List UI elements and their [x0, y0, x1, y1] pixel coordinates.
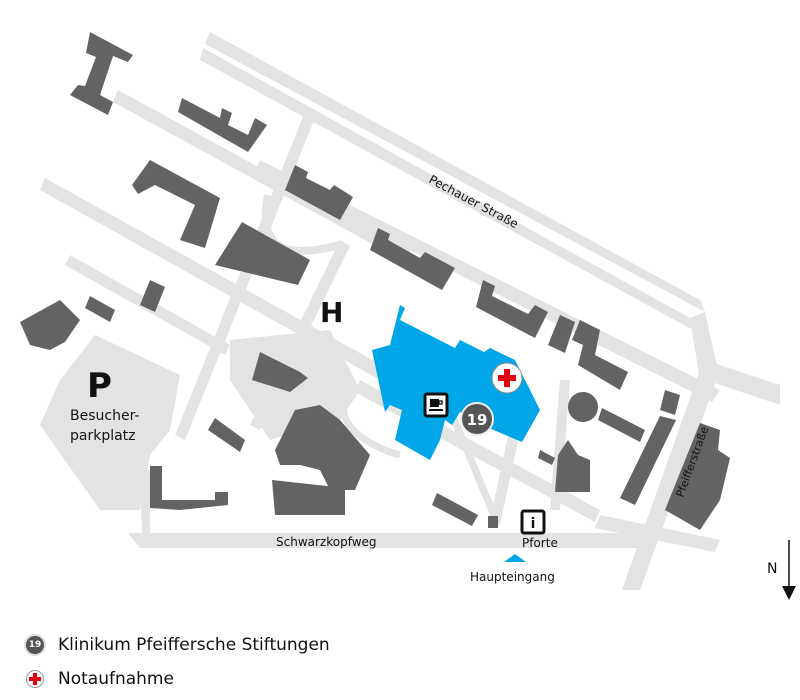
triangle-marker-icon	[504, 554, 526, 562]
info-icon[interactable]: i	[520, 509, 546, 535]
svg-text:19: 19	[467, 411, 488, 429]
legend-item-emergency: Notaufnahme	[26, 662, 330, 696]
coffee-cup-icon[interactable]	[423, 392, 449, 418]
svg-text:i: i	[531, 516, 536, 532]
street-label-schwarzkopf: Schwarzkopfweg	[276, 535, 377, 549]
legend: 19 Klinikum Pfeiffersche Stiftungen Nota…	[26, 628, 330, 696]
legend-label: Notaufnahme	[58, 669, 174, 689]
building-number-badge[interactable]: 19	[460, 402, 494, 436]
helipad-symbol: H	[320, 296, 343, 329]
red-cross-icon[interactable]	[491, 362, 523, 394]
site-map: Pechauer Straße Pfeifferstraße Schwarzko…	[20, 32, 796, 600]
roads	[40, 32, 780, 590]
buildings	[20, 32, 730, 530]
entrance-label: Haupteingang	[470, 570, 555, 584]
red-cross-icon	[26, 670, 44, 688]
north-arrow-icon	[782, 540, 796, 600]
gate-label: Pforte	[522, 536, 558, 550]
parking-symbol: P	[87, 366, 112, 406]
north-label: N	[767, 561, 777, 577]
clinic-building-19[interactable]	[372, 305, 540, 460]
legend-item-clinic: 19 Klinikum Pfeiffersche Stiftungen	[26, 628, 330, 662]
parking-label-2: parkplatz	[70, 428, 136, 444]
legend-label: Klinikum Pfeiffersche Stiftungen	[58, 635, 330, 655]
parking-label-1: Besucher-	[70, 408, 139, 424]
number-badge-icon: 19	[26, 636, 44, 654]
